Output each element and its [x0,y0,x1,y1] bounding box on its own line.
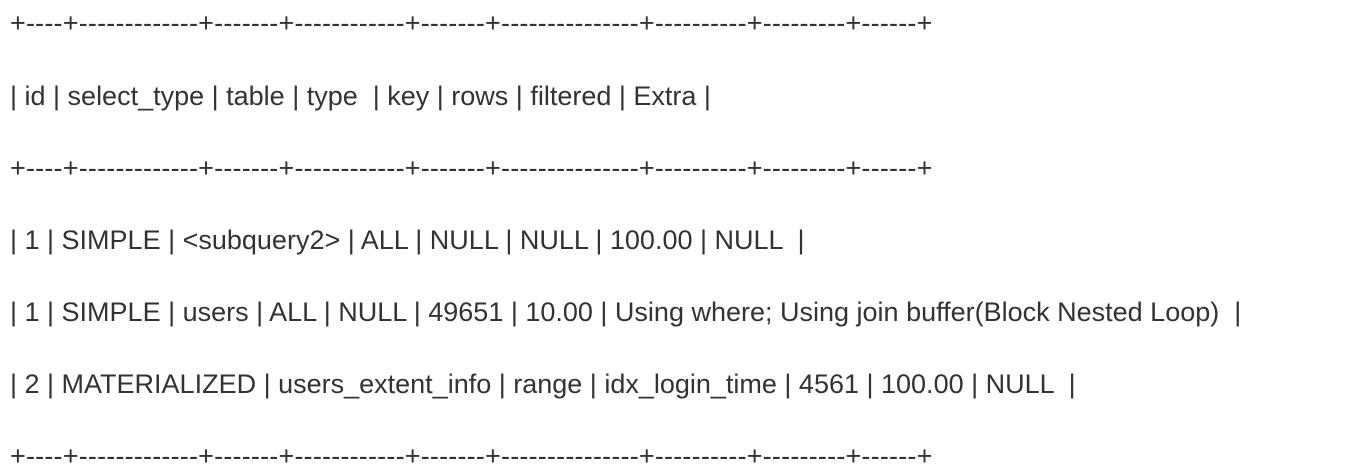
table-header-row: | id | select_type | table | type | key … [10,81,711,111]
table-row: | 1 | SIMPLE | <subquery2> | ALL | NULL … [10,225,805,255]
explain-output: +----+-------------+-------+------------… [10,0,1350,471]
table-row: | 1 | SIMPLE | users | ALL | NULL | 4965… [10,297,1242,327]
table-border-header: +----+-------------+-------+------------… [10,153,933,183]
table-row: | 2 | MATERIALIZED | users_extent_info |… [10,369,1076,399]
table-border-bottom: +----+-------------+-------+------------… [10,441,933,471]
table-border-top: +----+-------------+-------+------------… [10,8,933,38]
